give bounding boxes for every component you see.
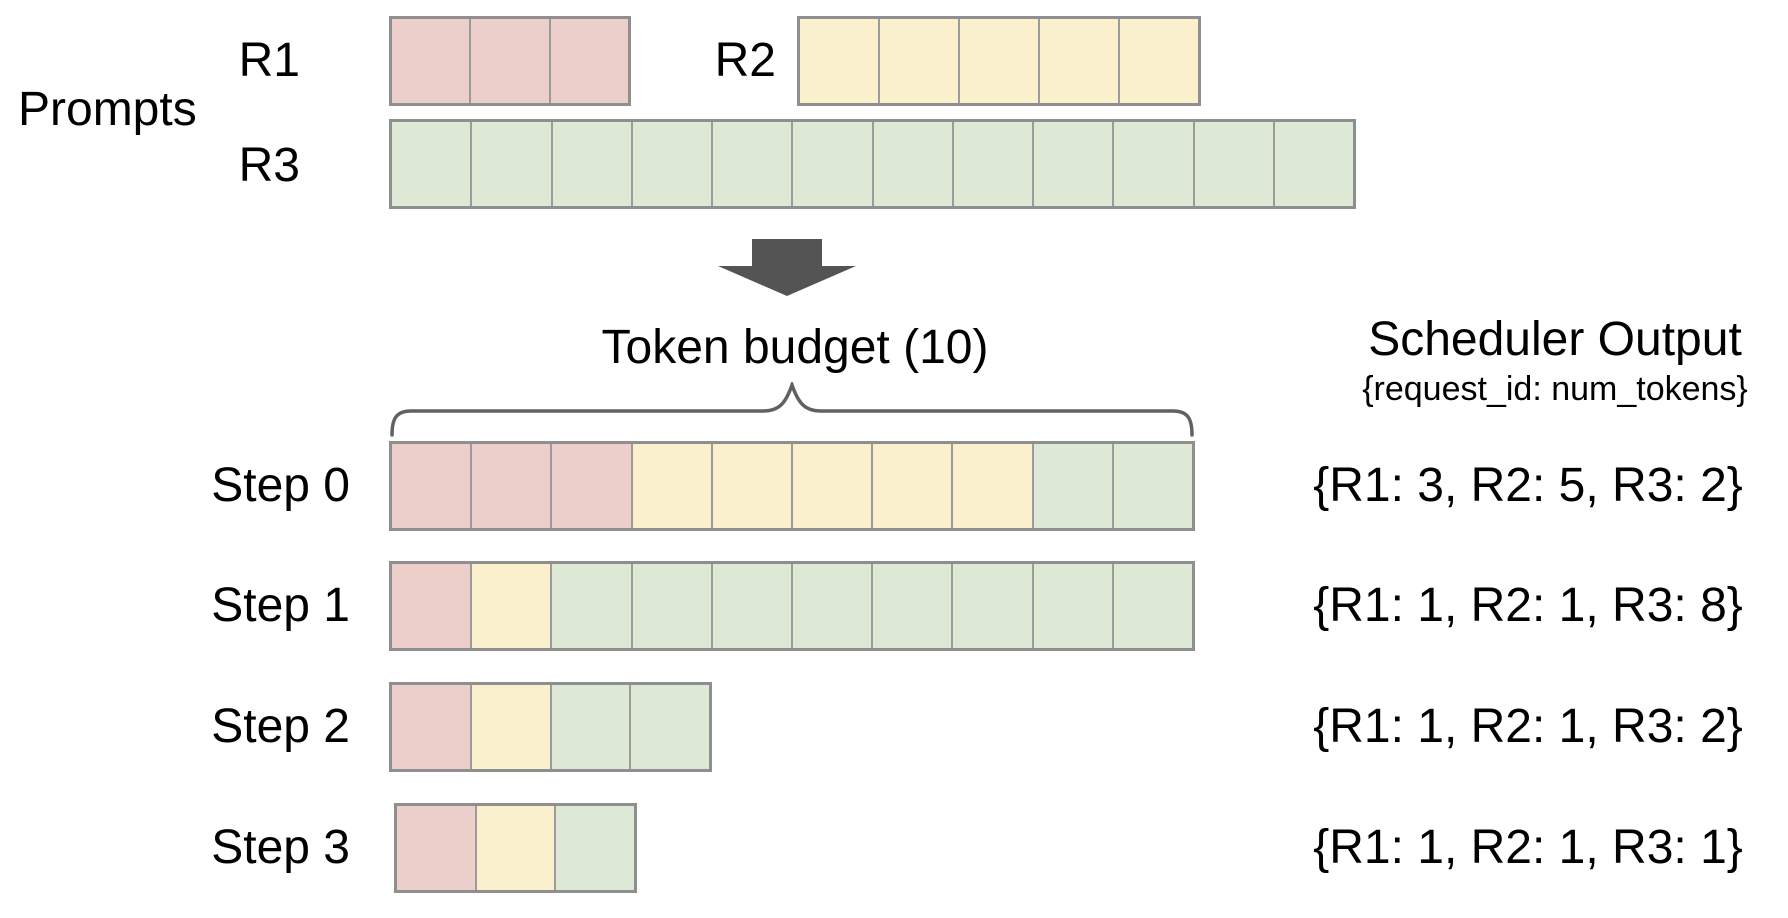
token-cell-r3 (552, 122, 633, 206)
down-arrow-shaft (752, 239, 822, 267)
step-2-label: Step 2 (211, 700, 350, 753)
token-cell-r1 (397, 806, 477, 890)
request-r1-label: R1 (238, 34, 300, 87)
token-cell-r2 (880, 19, 960, 103)
step-1-token-row (389, 561, 1195, 651)
step-0-scheduler-output: {R1: 3, R2: 5, R3: 2} (1313, 459, 1743, 512)
token-cell-r2 (471, 685, 552, 769)
r2-prompt-token-row (797, 16, 1201, 106)
token-cell-r2 (472, 564, 553, 648)
token-cell-r3 (953, 122, 1034, 206)
step-2-scheduler-output: {R1: 1, R2: 1, R3: 2} (1313, 700, 1743, 753)
token-cell-r3 (873, 564, 954, 648)
token-cell-r3 (631, 685, 709, 769)
token-cell-r3 (632, 122, 713, 206)
token-cell-r3 (472, 122, 553, 206)
step-3-scheduler-output: {R1: 1, R2: 1, R3: 1} (1313, 821, 1743, 874)
token-cell-r3 (1034, 122, 1115, 206)
token-cell-r1 (392, 685, 472, 769)
scheduler-output-subtitle: {request_id: num_tokens} (1362, 370, 1748, 408)
token-cell-r1 (392, 444, 473, 528)
token-cell-r2 (793, 444, 874, 528)
token-budget-label: Token budget (10) (601, 321, 989, 374)
token-cell-r3 (632, 564, 713, 648)
step-1-scheduler-output: {R1: 1, R2: 1, R3: 8} (1313, 579, 1743, 632)
token-cell-r1 (392, 19, 472, 103)
r3-prompt-token-row (389, 119, 1356, 209)
token-cell-r3 (1113, 444, 1193, 528)
token-cell-r3 (1033, 444, 1114, 528)
token-budget-brace (390, 382, 1194, 437)
token-cell-r1 (392, 564, 473, 648)
token-cell-r1 (472, 444, 553, 528)
token-cell-r3 (551, 685, 632, 769)
scheduler-output-title: Scheduler Output (1368, 313, 1742, 366)
token-cell-r2 (960, 19, 1040, 103)
token-cell-r3 (392, 122, 473, 206)
step-3-token-row (394, 803, 637, 893)
request-r3-label: R3 (238, 139, 300, 192)
token-cell-r2 (476, 806, 557, 890)
request-r2-label: R2 (714, 34, 776, 87)
prompts-section-label: Prompts (18, 83, 197, 136)
step-0-token-row (389, 441, 1195, 531)
step-0-label: Step 0 (211, 459, 350, 512)
token-cell-r3 (712, 564, 794, 648)
token-cell-r2 (953, 444, 1034, 528)
token-cell-r3 (793, 122, 874, 206)
token-cell-r2 (873, 444, 954, 528)
token-cell-r3 (953, 564, 1034, 648)
token-cell-r1 (471, 19, 551, 103)
token-cell-r3 (873, 122, 954, 206)
step-1-label: Step 1 (211, 579, 350, 632)
token-cell-r3 (552, 564, 633, 648)
token-cell-r3 (1194, 122, 1275, 206)
token-cell-r2 (632, 444, 713, 528)
token-cell-r3 (1033, 564, 1114, 648)
token-cell-r1 (552, 444, 633, 528)
token-cell-r2 (1040, 19, 1120, 103)
r1-prompt-token-row (389, 16, 631, 106)
step-2-token-row (389, 682, 712, 772)
token-cell-r3 (556, 806, 635, 890)
token-cell-r2 (712, 444, 794, 528)
token-cell-r3 (1114, 122, 1195, 206)
step-3-label: Step 3 (211, 821, 350, 874)
token-cell-r3 (713, 122, 794, 206)
token-cell-r2 (1120, 19, 1198, 103)
token-cell-r3 (1113, 564, 1193, 648)
token-cell-r3 (1274, 122, 1353, 206)
down-arrow-head (718, 266, 856, 296)
token-cell-r2 (800, 19, 880, 103)
token-cell-r1 (550, 19, 628, 103)
token-cell-r3 (793, 564, 874, 648)
